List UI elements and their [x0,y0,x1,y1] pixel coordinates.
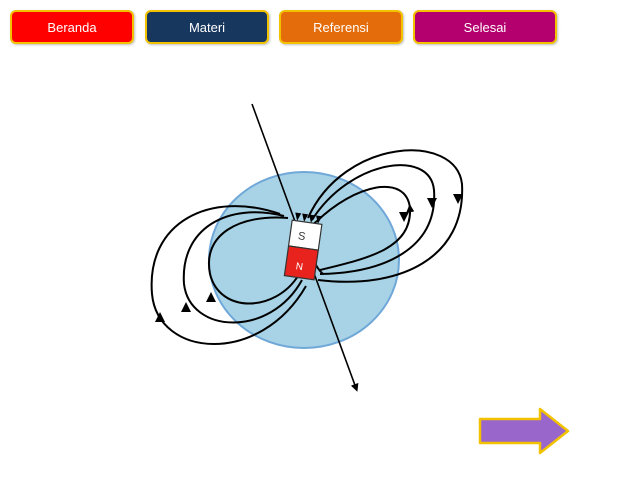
nav-referensi-button[interactable]: Referensi [279,10,403,44]
next-slide-button[interactable] [478,407,570,455]
bar-magnet: S N [283,212,323,281]
nav-selesai-label: Selesai [463,19,507,35]
magnet-north-label: N [295,261,304,273]
nav-selesai-button[interactable]: Selesai [413,10,557,44]
earth-magnetic-field-diagram: S N [150,103,464,392]
field-lines-left [150,205,307,345]
magnet-south-label: S [297,230,306,243]
right-arrow-icon [478,407,570,455]
nav-referensi-label: Referensi [313,19,369,35]
field-lines-right [307,149,464,283]
magnet-north-pole [283,245,319,281]
nav-materi-button[interactable]: Materi [145,10,269,44]
nav-beranda-label: Beranda [47,19,97,35]
nav-beranda-button[interactable]: Beranda [10,10,134,44]
nav-materi-label: Materi [188,19,226,35]
field-arrowheads [155,194,463,322]
